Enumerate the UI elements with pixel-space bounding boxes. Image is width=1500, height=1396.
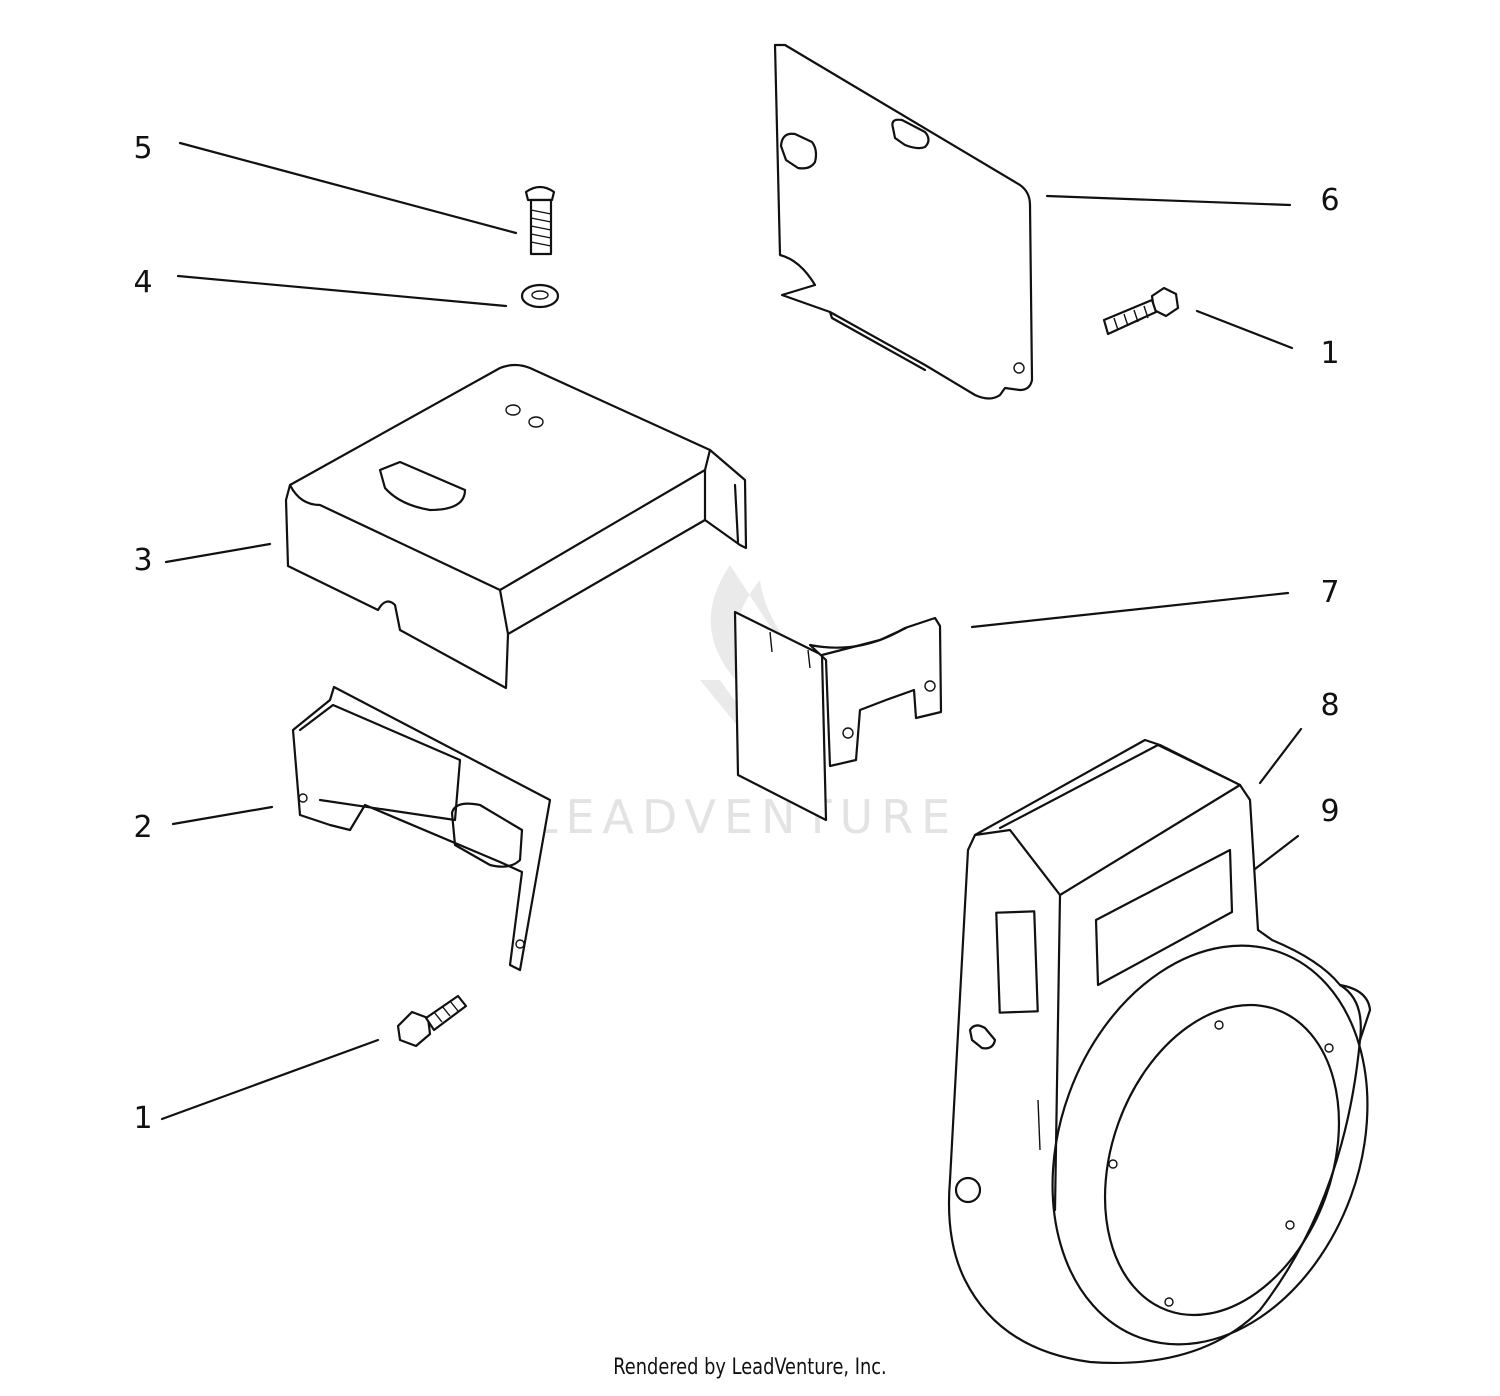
part-1-bolt-left	[396, 994, 468, 1048]
watermark-text: LEADVENTURE	[532, 790, 959, 844]
part-9-decal	[1094, 848, 1234, 987]
callout-5: 5	[133, 131, 153, 166]
callout-1-right: 1	[1320, 336, 1340, 371]
callout-7: 7	[1320, 575, 1340, 610]
part-8-blower-housing	[947, 738, 1372, 1364]
part-7-bracket	[733, 610, 943, 822]
part-4-washer	[520, 283, 560, 309]
callout-3: 3	[133, 543, 153, 578]
part-5-screw	[524, 185, 556, 256]
callout-1-left: 1	[133, 1101, 153, 1136]
footer-credit: Rendered by LeadVenture, Inc.	[613, 1355, 887, 1380]
callout-6: 6	[1320, 183, 1340, 218]
callout-9: 9	[1320, 794, 1340, 829]
part-1-bolt-right	[1102, 286, 1180, 336]
part-2-baffle	[291, 685, 552, 972]
part-6-side-shield	[773, 43, 1034, 400]
callout-2: 2	[133, 810, 153, 845]
callout-4: 4	[133, 265, 153, 300]
part-3-top-cover	[284, 363, 748, 690]
callout-8: 8	[1320, 688, 1340, 723]
